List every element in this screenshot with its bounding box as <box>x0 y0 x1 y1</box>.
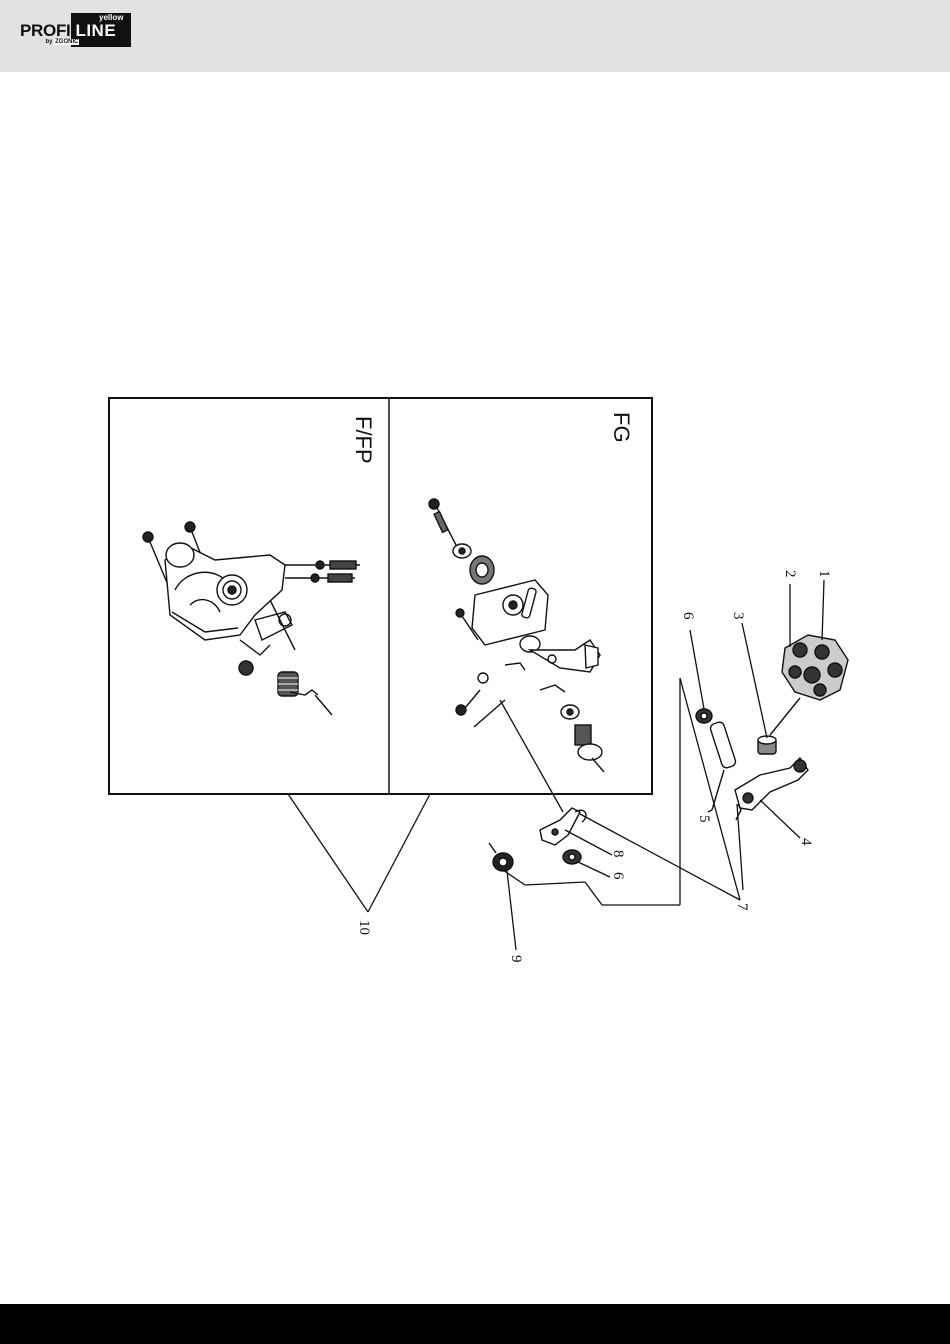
callout-10: 10 <box>356 920 372 935</box>
exterior-parts <box>489 635 848 871</box>
panel-right-label: FG <box>609 412 634 443</box>
panel-left-label: F/FP <box>351 416 376 464</box>
callout-8: 8 <box>610 850 626 858</box>
callout-2: 2 <box>782 570 798 578</box>
callout-3: 3 <box>730 612 746 620</box>
callout-6-lower: 6 <box>610 872 626 880</box>
callout-5: 5 <box>696 815 712 823</box>
callout-labels: 1 2 3 4 5 6 6 7 8 9 10 <box>356 570 832 963</box>
gear-cluster-part <box>782 635 848 700</box>
page-footer-bar <box>0 1304 950 1344</box>
callout-9: 9 <box>508 955 524 963</box>
leader-lines <box>288 580 824 950</box>
callout-6-upper: 6 <box>680 612 696 620</box>
callout-1: 1 <box>816 570 832 578</box>
callout-4: 4 <box>798 838 814 846</box>
lever-arm-part <box>735 758 808 810</box>
callout-7: 7 <box>734 903 750 911</box>
ffp-assembly <box>143 522 360 715</box>
pin-part <box>709 721 737 810</box>
bracket-part <box>540 808 586 845</box>
fg-assembly <box>429 499 604 772</box>
